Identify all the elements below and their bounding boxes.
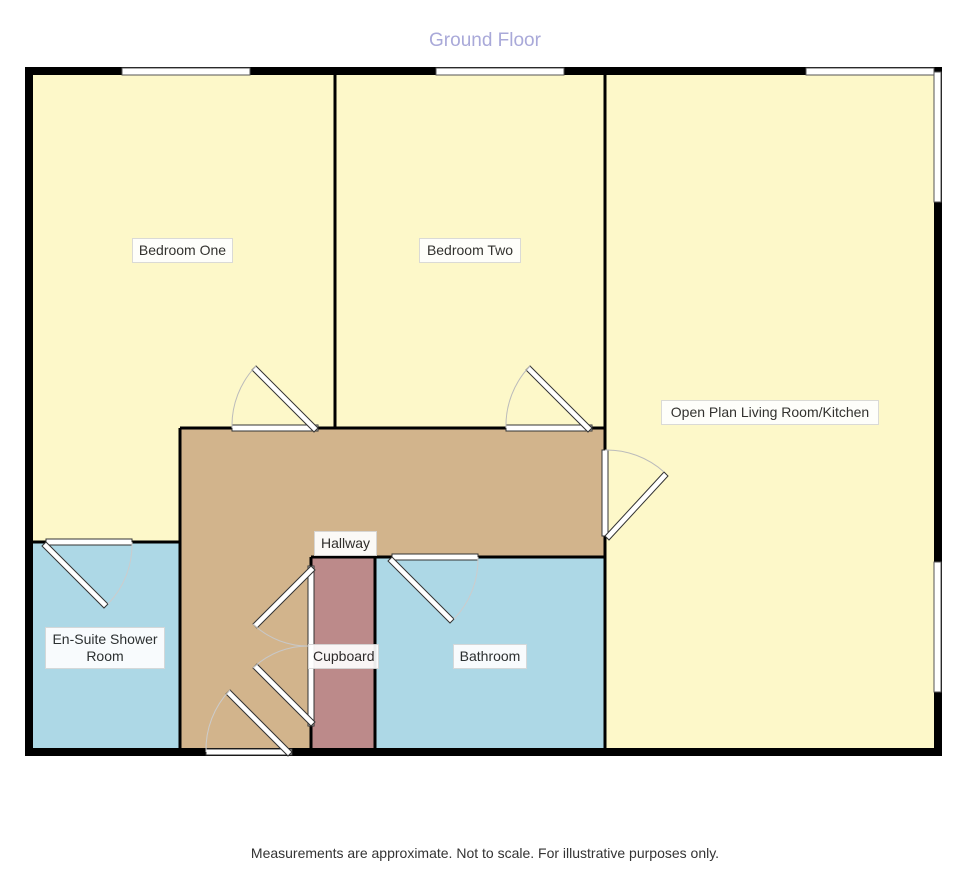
- door-leaf-living: [604, 471, 669, 541]
- window-living-right-lower: [933, 561, 942, 693]
- door-swing-ensuite: [107, 541, 133, 605]
- bedroom-two-label: Bedroom Two: [419, 238, 521, 263]
- door-opening-living: [601, 449, 609, 537]
- window-living-right-upper: [933, 71, 942, 203]
- door-opening-bedroom-one: [231, 424, 319, 432]
- door-swing-entrance: [205, 689, 231, 753]
- door-swing-cupboard-lower: [252, 645, 312, 669]
- door-swing-bedroom-one: [231, 365, 257, 429]
- door-opening-ensuite: [45, 538, 133, 546]
- window-living-top: [805, 67, 935, 76]
- window-bedroom-one: [121, 67, 251, 76]
- doors: [41, 365, 669, 757]
- bathroom-label: Bathroom: [453, 644, 527, 669]
- door-opening-entrance: [205, 748, 293, 756]
- door-swing-bathroom: [453, 556, 479, 620]
- windows: [121, 67, 942, 693]
- hallway-area: [180, 428, 605, 748]
- door-swing-living: [604, 449, 665, 473]
- bedroom-one-area-lower: [30, 428, 180, 542]
- floor-title: Ground Floor: [429, 30, 541, 51]
- door-opening-bedroom-two: [505, 424, 593, 432]
- disclaimer-note: Measurements are approximate. Not to sca…: [250, 845, 720, 861]
- hallway-label: Hallway: [314, 531, 377, 556]
- door-leaf-bathroom: [387, 556, 455, 624]
- cupboard-label: Cupboard: [308, 644, 379, 669]
- window-bedroom-two: [435, 67, 565, 76]
- living-room-kitchen-label: Open Plan Living Room/Kitchen: [661, 400, 879, 425]
- door-leaf-ensuite: [41, 541, 109, 609]
- door-swing-bedroom-two: [505, 365, 531, 429]
- bedroom-one-label: Bedroom One: [132, 238, 233, 263]
- door-opening-bathroom: [391, 553, 479, 561]
